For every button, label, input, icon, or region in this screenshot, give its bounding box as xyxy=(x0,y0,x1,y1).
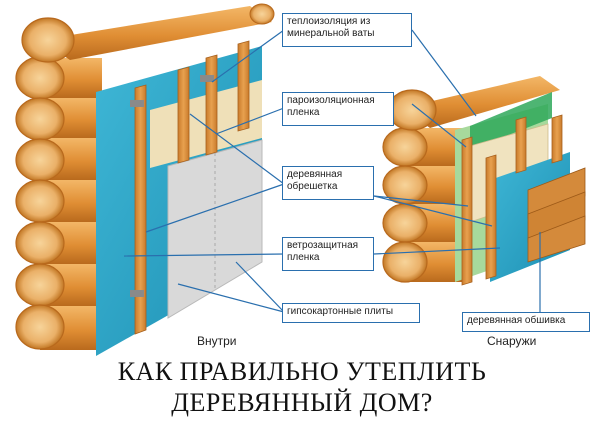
right-wall xyxy=(382,76,586,286)
title-line-1: КАК ПРАВИЛЬНО УТЕПЛИТЬ xyxy=(117,357,487,386)
callout-vapor-barrier-text: пароизоляционная пленка xyxy=(287,95,375,118)
right-log-stack xyxy=(382,76,560,283)
title-line-2: ДЕРЕВЯННЫЙ ДОМ? xyxy=(171,388,433,417)
callout-vapor-barrier: пароизоляционная пленка xyxy=(282,92,394,126)
left-wall xyxy=(15,3,275,356)
left-drywall xyxy=(167,139,263,319)
label-inside: Внутри xyxy=(197,334,237,348)
callout-battens-text: деревянная обрешетка xyxy=(287,169,343,192)
leader-lines xyxy=(123,29,541,314)
callout-cladding: деревянная обшивка xyxy=(462,312,590,332)
right-cladding xyxy=(527,167,586,263)
label-outside: Снаружи xyxy=(487,334,537,348)
callout-insulation-text: теплоизоляция из минеральной ваты xyxy=(287,16,375,39)
callout-drywall: гипсокартонные плиты xyxy=(282,303,420,323)
callout-wind-barrier-text: ветрозащитная пленка xyxy=(287,240,359,263)
callout-drywall-text: гипсокартонные плиты xyxy=(287,306,394,317)
callout-battens: деревянная обрешетка xyxy=(282,166,374,200)
callout-insulation: теплоизоляция из минеральной ваты xyxy=(282,13,412,47)
callout-wind-barrier: ветрозащитная пленка xyxy=(282,237,374,271)
left-log-stack xyxy=(15,3,275,350)
callout-cladding-text: деревянная обшивка xyxy=(467,315,566,326)
